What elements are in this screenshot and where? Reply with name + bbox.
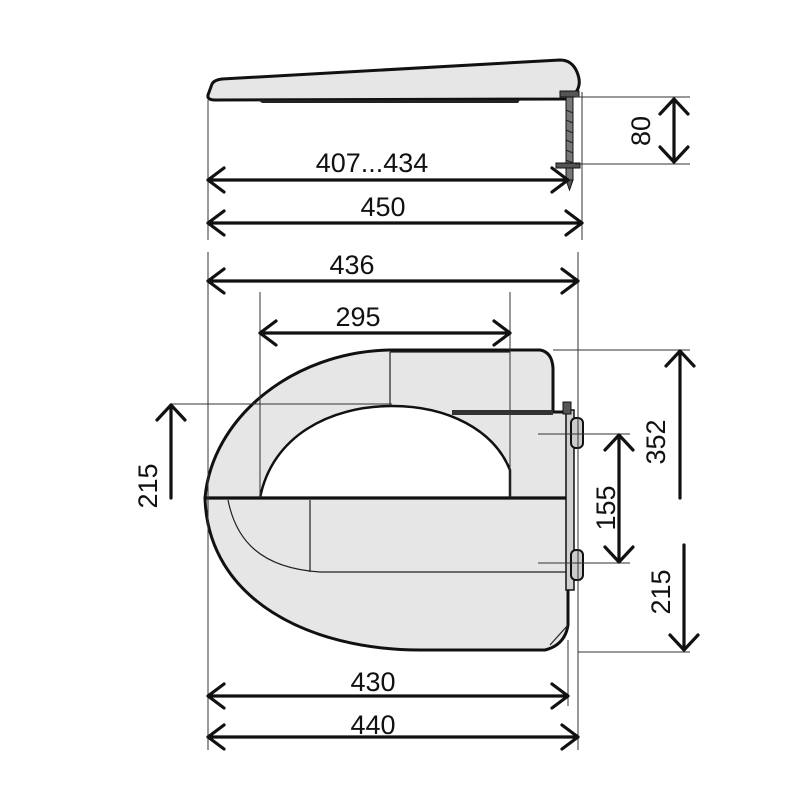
hinge-nut-bottom bbox=[555, 162, 581, 169]
seat-hinge-strip bbox=[452, 410, 553, 415]
dimension-inner-length: 407...434 bbox=[206, 148, 570, 194]
dimension-depth-left: 215 bbox=[133, 403, 187, 509]
side-view: 407...434 450 80 bbox=[206, 58, 690, 240]
hinge-nut-top bbox=[559, 90, 580, 98]
hinge-top bbox=[570, 417, 584, 449]
dimension-label-depth-right: 352 bbox=[641, 419, 671, 464]
seat-opening bbox=[258, 404, 512, 500]
dimension-depth-right: 352 bbox=[641, 349, 696, 500]
hinge-bottom bbox=[570, 549, 584, 581]
seat-lower-part bbox=[203, 496, 570, 652]
dimension-label-opening: 295 bbox=[335, 302, 380, 332]
hinge-bolt-thread bbox=[565, 109, 574, 164]
dimension-width-bottom-inner: 430 bbox=[206, 667, 570, 710]
dimension-hinge-spacing: 155 bbox=[591, 433, 635, 564]
hinge-top-cap bbox=[562, 401, 572, 415]
dimension-label-inner-length: 407...434 bbox=[316, 148, 429, 178]
dimension-depth-right-lower: 215 bbox=[646, 543, 700, 652]
dimension-height: 80 bbox=[626, 97, 690, 164]
seat-lower-inner-curve bbox=[227, 499, 568, 573]
dimension-label-total-length: 450 bbox=[360, 192, 405, 222]
dimension-label-width-bottom-inner: 430 bbox=[350, 667, 395, 697]
dimension-total-length: 450 bbox=[206, 192, 584, 237]
dimension-label-depth-left: 215 bbox=[133, 463, 163, 508]
dimension-label-width-top: 436 bbox=[329, 250, 374, 280]
dimension-opening: 295 bbox=[258, 302, 512, 347]
side-view-underside bbox=[258, 100, 520, 103]
seat-lower-corner bbox=[549, 624, 569, 646]
side-view-lid bbox=[206, 58, 581, 102]
plan-view: 436 295 215 352 155 215 430 bbox=[133, 250, 700, 751]
dimension-label-depth-right-lower: 215 bbox=[646, 569, 676, 614]
dimension-width-top: 436 bbox=[206, 250, 580, 295]
dimension-label-width-bottom: 440 bbox=[350, 710, 395, 740]
dimension-width-bottom: 440 bbox=[206, 710, 580, 751]
dimension-label-hinge-spacing: 155 bbox=[591, 485, 621, 530]
dimension-label-height: 80 bbox=[626, 116, 656, 146]
